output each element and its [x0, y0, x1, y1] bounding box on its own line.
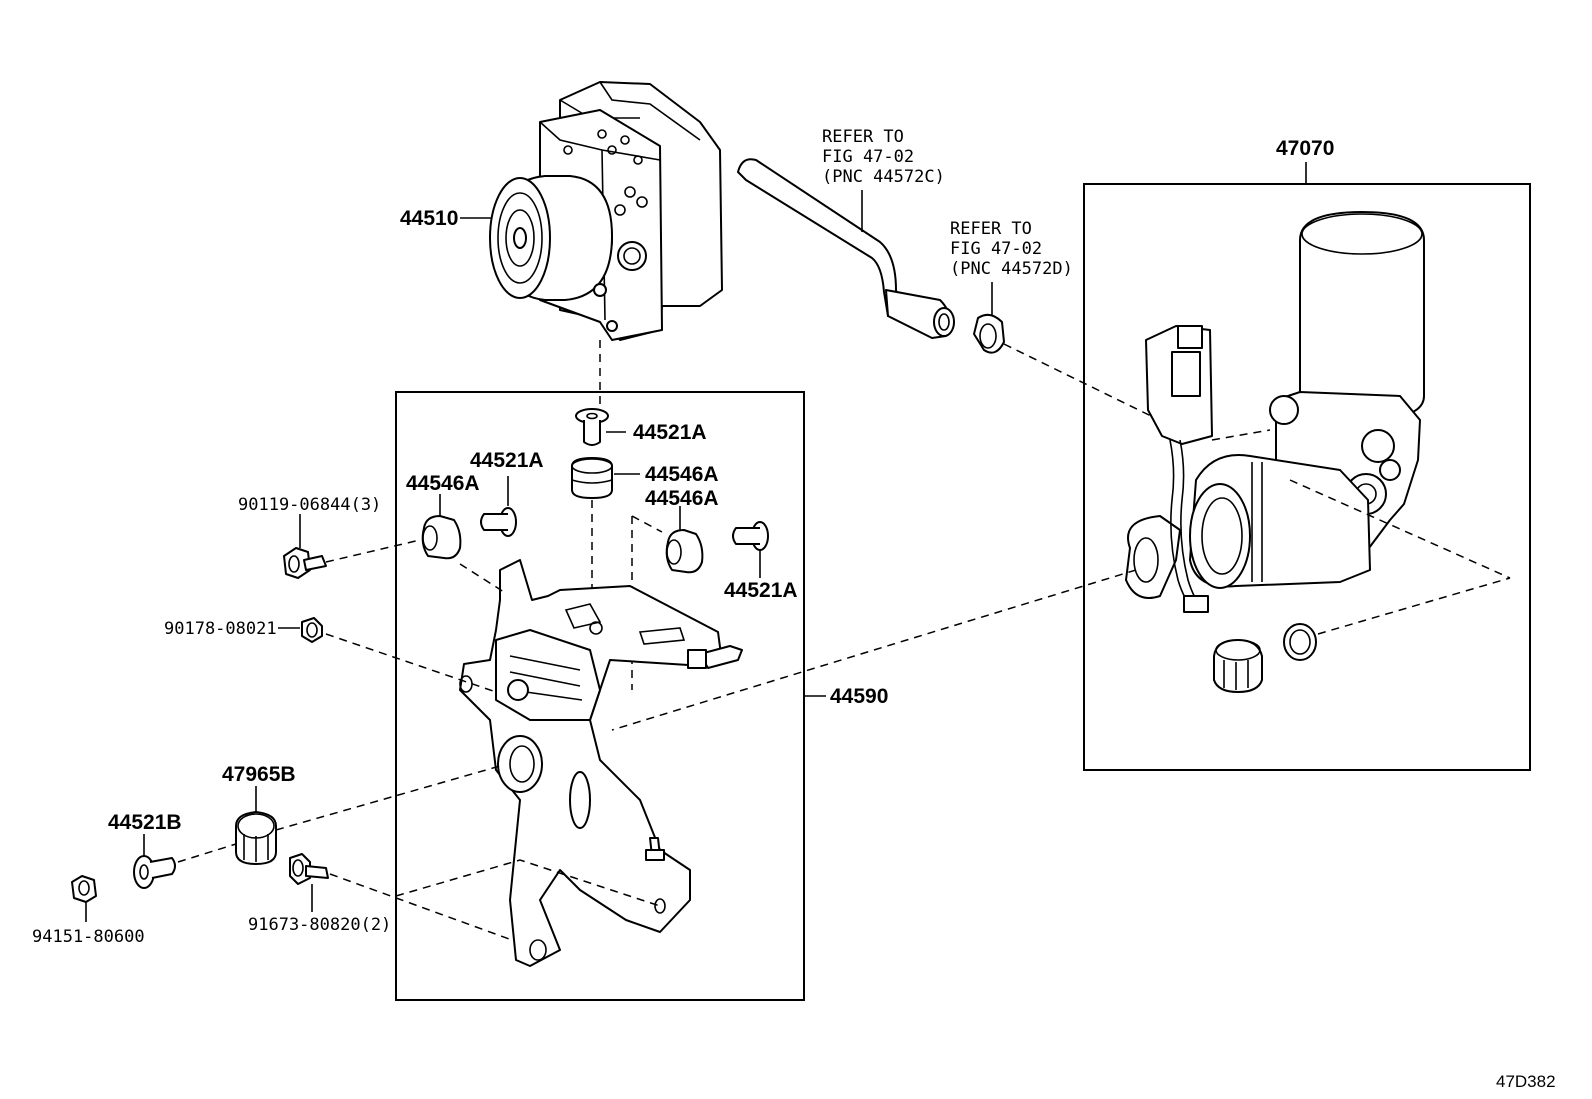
cushion-47965B[interactable] — [235, 811, 277, 865]
pump-ring-part[interactable] — [1283, 623, 1317, 661]
dash-pump-a — [1211, 429, 1271, 441]
grommet-44546A-top[interactable] — [571, 457, 613, 499]
label-44521A-top: 44521A — [633, 421, 707, 444]
abs-actuator-44510[interactable] — [489, 81, 723, 341]
pump-assembly-47070[interactable] — [1125, 211, 1425, 613]
bracket-44590[interactable] — [459, 559, 743, 967]
label-47070: 47070 — [1276, 137, 1334, 160]
dash-pump-c — [1317, 577, 1511, 635]
dash-90119 — [325, 539, 421, 563]
bushing-44521A-top[interactable] — [575, 408, 609, 446]
refer-c-line3: (PNC 44572C) — [822, 167, 945, 187]
bushing-44521A-right[interactable] — [732, 521, 769, 551]
grommet-44546A-left[interactable] — [421, 515, 462, 560]
label-90119: 90119-06844(3) — [238, 495, 381, 515]
dash-pump-to-bracket — [611, 569, 1137, 731]
dash-47965B — [275, 765, 501, 831]
nut-94151-80600[interactable] — [71, 875, 97, 903]
label-44521B: 44521B — [108, 811, 182, 834]
label-47965B: 47965B — [222, 763, 296, 786]
label-44510: 44510 — [400, 207, 458, 230]
label-90178: 90178-08021 — [164, 619, 277, 639]
label-44521A-right: 44521A — [724, 579, 798, 602]
refer-d-line3: (PNC 44572D) — [950, 259, 1073, 279]
hose-clamp[interactable] — [973, 313, 1005, 354]
refer-d-line2: FIG 47-02 — [950, 239, 1042, 259]
label-44546A-top: 44546A — [645, 463, 719, 486]
label-94151: 94151-80600 — [32, 927, 145, 947]
grommet-44546A-right[interactable] — [665, 529, 704, 574]
refer-c-line2: FIG 47-02 — [822, 147, 914, 167]
bolt-90119-06844[interactable] — [283, 547, 327, 579]
bushing-44521B[interactable] — [133, 855, 176, 889]
dash-pump-b — [1289, 479, 1511, 579]
figure-code: 47D382 — [1496, 1072, 1556, 1091]
label-44521A-mid: 44521A — [470, 449, 544, 472]
dash-44521B — [177, 843, 237, 863]
pipe-hose[interactable] — [737, 158, 955, 339]
nut-90178-08021[interactable] — [301, 617, 323, 643]
pump-assembly-box — [1083, 183, 1531, 771]
bolt-91673-80820[interactable] — [289, 853, 329, 885]
refer-c-line1: REFER TO — [822, 127, 904, 147]
refer-d-line1: REFER TO — [950, 219, 1032, 239]
dash-90178 — [325, 633, 497, 693]
label-44546A-left: 44546A — [406, 472, 480, 495]
label-44590: 44590 — [830, 685, 888, 708]
dash-91673 — [329, 859, 661, 941]
dash-left-grommet — [459, 563, 505, 593]
pump-gear-part[interactable] — [1213, 639, 1263, 693]
bushing-44521A-mid[interactable] — [480, 507, 517, 537]
label-91673: 91673-80820(2) — [248, 915, 391, 935]
label-44546A-right: 44546A — [645, 487, 719, 510]
